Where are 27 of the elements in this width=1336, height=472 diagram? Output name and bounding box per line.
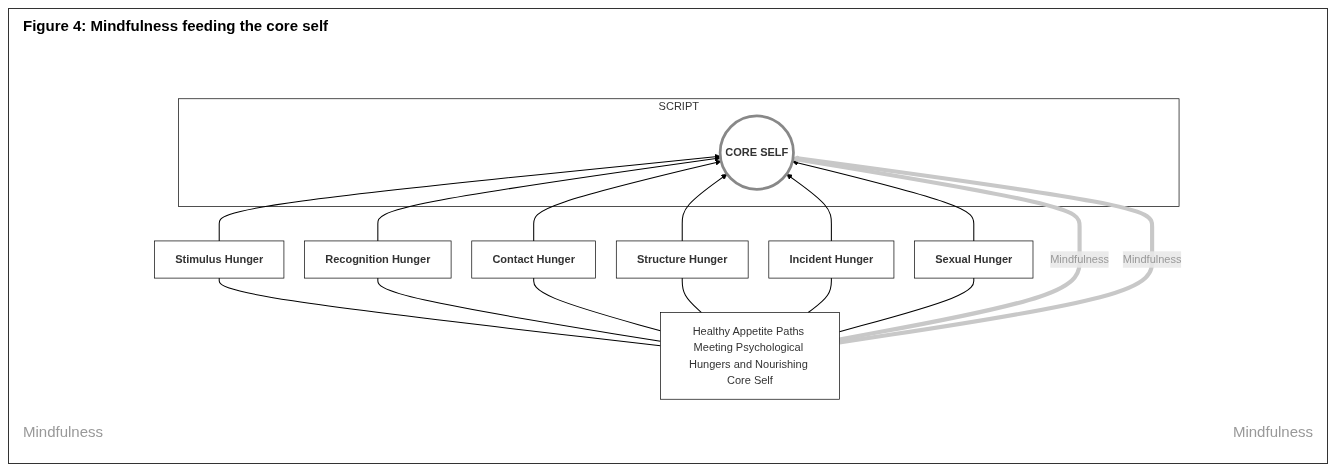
side-label: Mindfulness	[1232, 423, 1313, 440]
node-box: Stimulus Hunger	[154, 240, 285, 279]
node-box: Sexual Hunger	[914, 240, 1034, 279]
node-box: Healthy Appetite Paths Meeting Psychological Hungers and Nourishing Core Self	[660, 312, 840, 400]
arrow	[792, 155, 1155, 345]
arrow	[786, 173, 832, 242]
connector	[681, 277, 702, 314]
edge-label: Mindfulness	[1122, 253, 1182, 266]
node-box: Structure Hunger	[615, 240, 749, 279]
side-label: Mindfulness	[23, 423, 104, 440]
arrow	[681, 173, 728, 242]
figure-title: Figure 4: Mindfulness feeding the core self	[23, 17, 329, 34]
node-circle: CORE SELF	[718, 114, 795, 191]
arrow	[377, 155, 721, 242]
connector	[533, 277, 661, 332]
arrow	[792, 159, 975, 242]
connector	[838, 277, 975, 333]
node-box: Recognition Hunger	[304, 240, 452, 279]
node-box: Incident Hunger	[768, 240, 895, 279]
connector	[807, 277, 832, 314]
connector	[218, 277, 661, 347]
arrow	[792, 156, 1082, 342]
connector	[377, 277, 661, 342]
arrow	[533, 159, 722, 242]
arrow	[218, 153, 721, 242]
node-box: Contact Hunger	[471, 240, 596, 279]
edge-label: Mindfulness	[1050, 253, 1109, 266]
